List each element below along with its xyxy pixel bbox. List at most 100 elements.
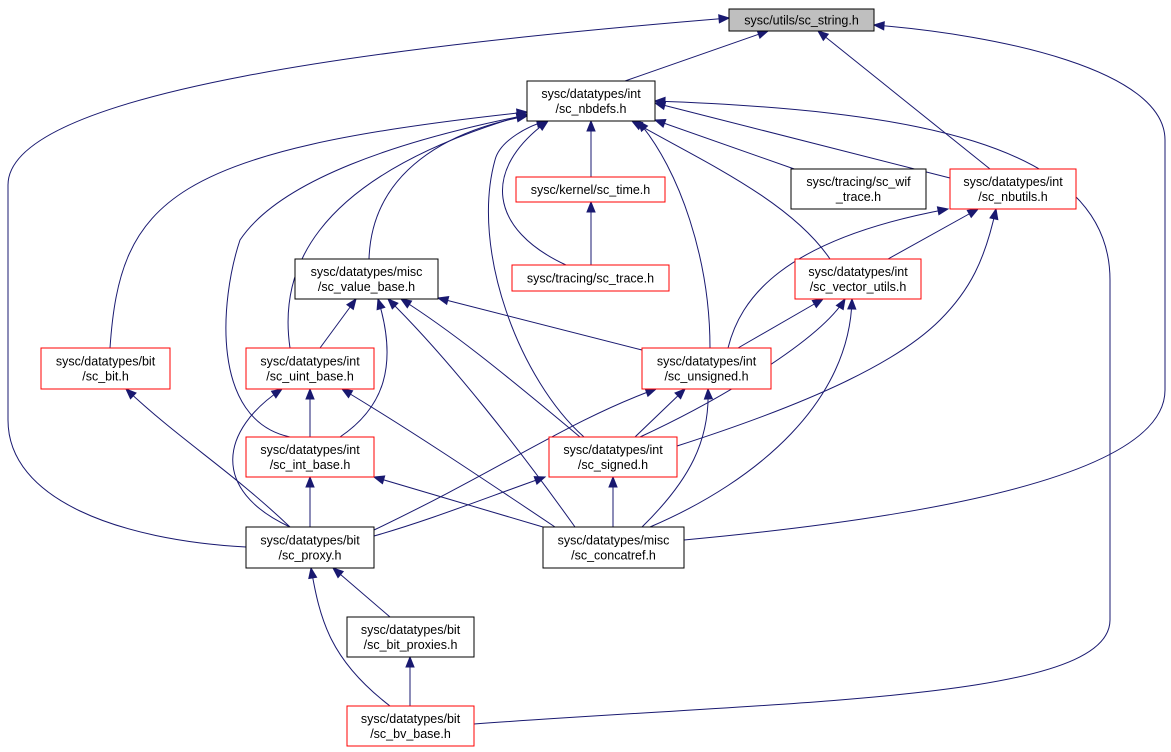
arrowhead: [305, 387, 315, 400]
edge-line: [473, 100, 1111, 725]
node-label-line: sysc/datatypes/int: [541, 87, 641, 101]
edge-line: [737, 298, 824, 349]
node-sc-bit[interactable]: sysc/datatypes/bit/sc_bit.h: [40, 347, 171, 390]
arrowhead: [308, 566, 318, 580]
edge-line: [654, 102, 951, 179]
edge-line: [649, 298, 853, 528]
node-label-line: /sc_nbutils.h: [978, 190, 1048, 204]
arrowhead: [586, 119, 596, 132]
edge-sc_concatref-to-sc_string: [683, 21, 1166, 541]
node-label-line: /sc_bv_base.h: [370, 727, 451, 741]
edge-sc_bit_proxies-to-sc_proxy: [331, 567, 391, 618]
edge-sc_concatref-to-sc_uint_base: [340, 388, 556, 528]
edge-sc_concatref-to-sc_vector_utils: [649, 297, 857, 528]
node-sc-signed[interactable]: sysc/datatypes/int/sc_signed.h: [548, 436, 678, 478]
edge-line: [727, 208, 949, 349]
arrowhead: [872, 21, 885, 31]
node-label-line: /sc_vector_utils.h: [810, 280, 907, 294]
node-box: [346, 616, 475, 658]
edge-sc_vector_utils-to-sc_nbutils: [887, 208, 980, 260]
arrowhead: [436, 296, 450, 306]
node-label-line: /sc_int_base.h: [270, 458, 351, 472]
node-label-line: /sc_signed.h: [578, 458, 648, 472]
node-sc-vector-utils[interactable]: sysc/datatypes/int/sc_vector_utils.h: [794, 258, 922, 300]
arrowhead: [346, 297, 357, 311]
edge-line: [287, 113, 528, 349]
edge-line: [109, 111, 528, 349]
edges-layer: [7, 14, 1166, 725]
node-sc-nbutils[interactable]: sysc/datatypes/int/sc_nbutils.h: [949, 168, 1077, 210]
edge-line: [683, 24, 1166, 541]
node-sc-uint-base[interactable]: sysc/datatypes/int/sc_uint_base.h: [245, 347, 375, 390]
arrowhead: [586, 200, 596, 213]
node-label-line: sysc/datatypes/int: [260, 355, 360, 369]
edge-sc_value_base-to-sc_nbdefs: [368, 113, 529, 260]
node-sc-value-base[interactable]: sysc/datatypes/misc/sc_value_base.h: [294, 258, 439, 300]
node-label-line: sysc/datatypes/bit: [260, 534, 360, 548]
node-label-line: /sc_bit.h: [82, 370, 129, 384]
edge-sc_concatref-to-sc_int_base: [372, 475, 544, 528]
node-label-line: _trace.h: [835, 190, 881, 204]
arrowhead: [331, 567, 345, 579]
arrowhead: [674, 388, 686, 400]
edge-sc_concatref-to-sc_unsigned: [641, 387, 714, 528]
edge-sc_trace-to-sc_time: [586, 200, 596, 265]
node-label-line: /sc_nbdefs.h: [556, 102, 627, 116]
arrowhead: [399, 298, 413, 309]
edge-sc_nbutils-to-sc_string: [816, 30, 991, 170]
edge-line: [641, 388, 709, 528]
node-sc-bv-base[interactable]: sysc/datatypes/bit/sc_bv_base.h: [346, 705, 475, 747]
node-label-line: /sc_value_base.h: [318, 280, 415, 294]
edge-line: [341, 388, 556, 528]
arrowhead: [608, 475, 618, 488]
node-sc-unsigned[interactable]: sysc/datatypes/int/sc_unsigned.h: [641, 347, 772, 390]
arrowhead: [653, 118, 667, 128]
arrowhead: [936, 206, 950, 216]
node-sc-proxy[interactable]: sysc/datatypes/bit/sc_proxy.h: [245, 526, 375, 569]
node-box: [245, 347, 375, 390]
edge-line: [332, 567, 391, 618]
arrowhead: [387, 298, 399, 310]
node-label-line: sysc/utils/sc_string.h: [744, 14, 859, 28]
node-box: [294, 258, 439, 300]
edge-sc_int_base-to-sc_uint_base: [305, 387, 315, 437]
edge-sc_bv_base-to-sc_bit_proxies: [405, 655, 415, 706]
node-box: [40, 347, 171, 390]
edge-sc_proxy-to-sc_string: [7, 14, 731, 548]
node-sc-time[interactable]: sysc/kernel/sc_time.h: [515, 176, 666, 203]
node-box: [511, 264, 670, 292]
edge-sc_uint_base-to-sc_value_base: [319, 297, 357, 349]
node-sc-trace[interactable]: sysc/tracing/sc_trace.h: [511, 264, 670, 292]
edge-sc_unsigned-to-sc_value_base: [436, 296, 643, 351]
node-label-line: sysc/tracing/sc_wif: [806, 175, 911, 189]
node-sc-wif-trace[interactable]: sysc/tracing/sc_wif_trace.h: [790, 168, 927, 210]
edge-line: [654, 119, 801, 172]
arrowhead: [125, 388, 137, 400]
node-label-line: /sc_concatref.h: [571, 549, 656, 563]
node-sc-string[interactable]: sysc/utils/sc_string.h: [728, 8, 875, 32]
arrowhead: [989, 207, 999, 221]
node-box: [949, 168, 1077, 210]
edge-line: [373, 476, 546, 537]
node-sc-bit-proxies[interactable]: sysc/datatypes/bit/sc_bit_proxies.h: [346, 616, 475, 658]
edge-sc_nbdefs-to-sc_string: [624, 29, 770, 82]
edge-line: [400, 298, 581, 438]
edge-line: [624, 30, 769, 82]
node-box: [790, 168, 927, 210]
node-box: [542, 526, 685, 569]
arrowhead: [718, 14, 731, 24]
edge-line: [373, 388, 657, 531]
edge-sc_bit-to-sc_nbdefs: [109, 108, 529, 349]
edge-sc_proxy-to-sc_bit: [125, 388, 291, 528]
node-box: [794, 258, 922, 300]
node-sc-concatref[interactable]: sysc/datatypes/misc/sc_concatref.h: [542, 526, 685, 569]
edge-sc_signed-to-sc_unsigned: [634, 388, 686, 438]
arrowhead: [703, 387, 714, 400]
node-label-line: /sc_bit_proxies.h: [364, 638, 458, 652]
arrowhead: [653, 96, 666, 107]
edge-line: [676, 208, 997, 447]
node-sc-int-base[interactable]: sysc/datatypes/int/sc_int_base.h: [245, 436, 375, 478]
node-sc-nbdefs[interactable]: sysc/datatypes/int/sc_nbdefs.h: [526, 80, 656, 122]
edge-line: [368, 115, 528, 260]
